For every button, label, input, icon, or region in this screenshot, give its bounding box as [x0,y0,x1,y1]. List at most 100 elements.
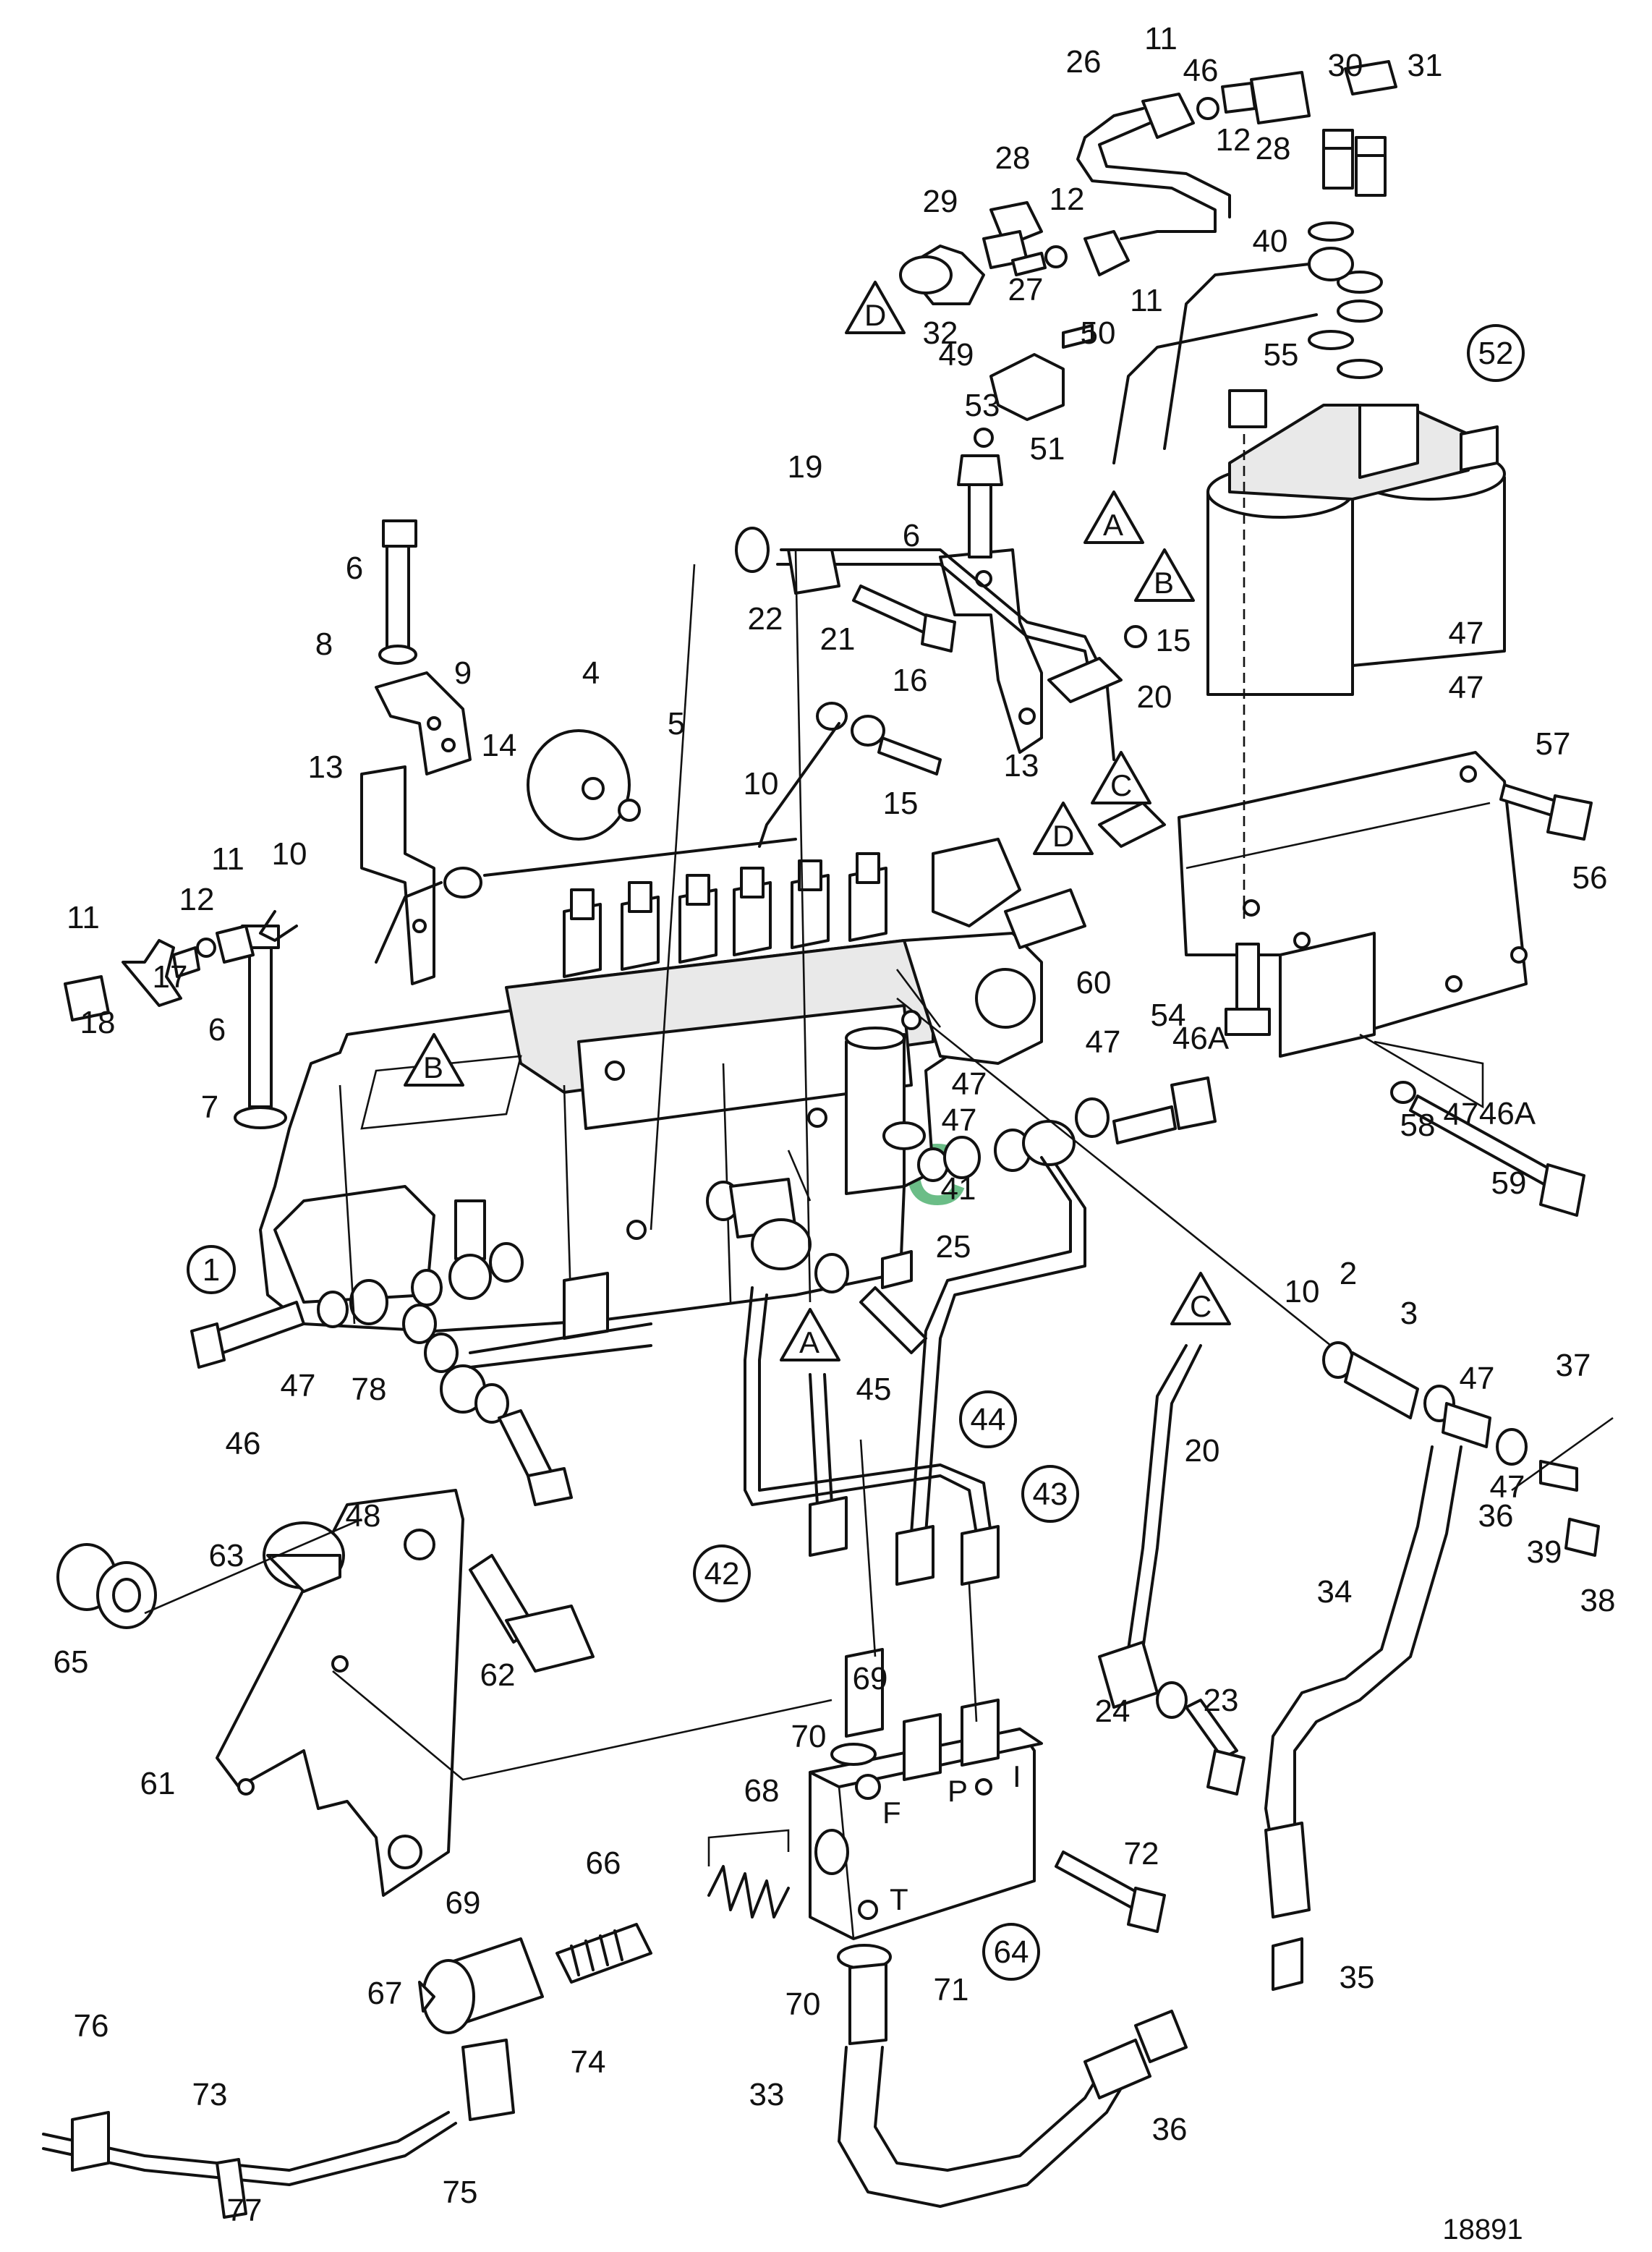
callout-label: 46A [1479,1096,1536,1131]
callout-label: 59 [1491,1165,1527,1201]
ref-letter-b2: B [423,1050,443,1084]
callout-label: 9 [454,655,472,691]
callout-label: 11 [67,900,100,935]
callout-label: 45 [856,1372,892,1407]
banjo-bolts-46 [1322,129,1387,197]
callout-label: 17 [153,959,188,995]
callout-label: 52 [1478,336,1514,371]
washers-63 [56,1543,157,1629]
ref-letter-c2: C [1190,1289,1212,1323]
callout-label: 49 [939,337,974,373]
callout-label: 61 [140,1766,176,1801]
fittings-left-lower [190,1279,652,1506]
callout-label: 6 [208,1012,226,1048]
ref-triangle-d2 [1033,802,1094,855]
callout-label: 13 [308,749,344,785]
callout-label: 47 [1444,1097,1479,1132]
callout-label: 78 [352,1372,387,1407]
callout-label: 16 [893,663,928,698]
ref-letter-a2: A [799,1325,819,1359]
pipe-nuts [809,1496,1000,1586]
block-letter: P [948,1774,968,1808]
callout-label: 48 [346,1498,381,1534]
callout-label: 32 [923,315,958,351]
callout-label: 36 [1478,1498,1514,1534]
callout-label: 47 [942,1102,977,1138]
callout-label: 20 [1137,679,1172,715]
callout-label: 30 [1328,48,1363,83]
bracket-13-right [939,548,1043,754]
callout-label: 47 [1449,616,1484,651]
callout-label: 64 [994,1934,1029,1970]
callout-circle [982,1923,1040,1981]
callout-circle [1467,324,1525,382]
callout-label: 4 [582,655,600,691]
callout-label: 47 [952,1066,987,1102]
callout-label: 74 [571,2044,606,2080]
bushing-62 [263,1521,345,1593]
callout-label: 72 [1124,1836,1159,1871]
delivery-valve-holders [563,852,887,978]
callout-label: 21 [820,621,856,657]
callout-label: 8 [315,626,333,662]
fittings-b-47 [411,1199,524,1306]
callout-circle [693,1544,751,1602]
banjo-14 [375,838,797,964]
ref-triangle-c2 [1170,1272,1231,1325]
ref-triangle-b [1134,548,1195,602]
alignment-lines [144,549,1484,1781]
callout-label: 11 [1144,21,1178,56]
callout-label: 60 [1076,965,1112,1000]
callout-label: 26 [1066,44,1102,80]
fittings-2-3 [1322,1341,1614,1557]
ref-letter-b: B [1154,566,1174,600]
callout-label: 46 [1183,53,1219,88]
callout-label: 62 [480,1657,516,1693]
callout-label: 5 [668,706,685,742]
callout-label: 47 [1086,1024,1121,1060]
callout-label: 50 [1081,315,1116,351]
bolt-22 [852,585,956,653]
callout-label: 28 [1256,131,1291,166]
callout-label: 13 [1004,748,1039,783]
callout-label: 11 [1130,283,1163,318]
callout-label: 6 [346,551,363,586]
callout-label: 37 [1556,1348,1591,1383]
callout-label: 68 [744,1773,780,1809]
callout-label: 23 [1204,1683,1239,1718]
callout-label: 58 [1400,1108,1436,1143]
screw-32 [1344,60,1397,95]
callout-label: 41 [941,1171,976,1207]
callout-label: 53 [965,388,1000,423]
callout-label: 54 [1151,998,1186,1033]
reference-markers: A A B B C C D D [404,281,1231,1361]
fitting-20-23 [735,527,840,595]
bracket-13-left [360,765,435,985]
callout-label: 7 [201,1089,218,1125]
callout-label: 76 [74,2008,109,2044]
callout-label: 70 [791,1719,827,1754]
fittings-middle [706,1076,1217,1354]
callout-label: 10 [272,836,307,872]
pipe-20-lower [1098,1344,1246,1796]
callout-label: 47 [1460,1361,1495,1396]
callout-label: 38 [1580,1583,1616,1618]
banjo-41 [1163,247,1354,450]
callout-label: 20 [1185,1433,1220,1469]
callout-label: 35 [1340,1960,1375,1995]
ref-letter-c: C [1110,768,1132,802]
callout-label: 51 [1030,431,1065,467]
callout-label: 11 [211,841,244,877]
hose-35 [1264,1445,1462,1991]
callout-label: 70 [785,1987,821,2022]
callout-label: 39 [1527,1534,1562,1570]
bolt-71 [1055,1851,1166,1933]
ref-letter-a: A [1103,508,1123,542]
callout-label: 43 [1033,1476,1068,1512]
callout-label: 71 [934,1972,969,2007]
block-letter: F [882,1796,901,1830]
callout-label: 42 [704,1556,740,1592]
drawing-number: 18891 [1442,2214,1523,2245]
